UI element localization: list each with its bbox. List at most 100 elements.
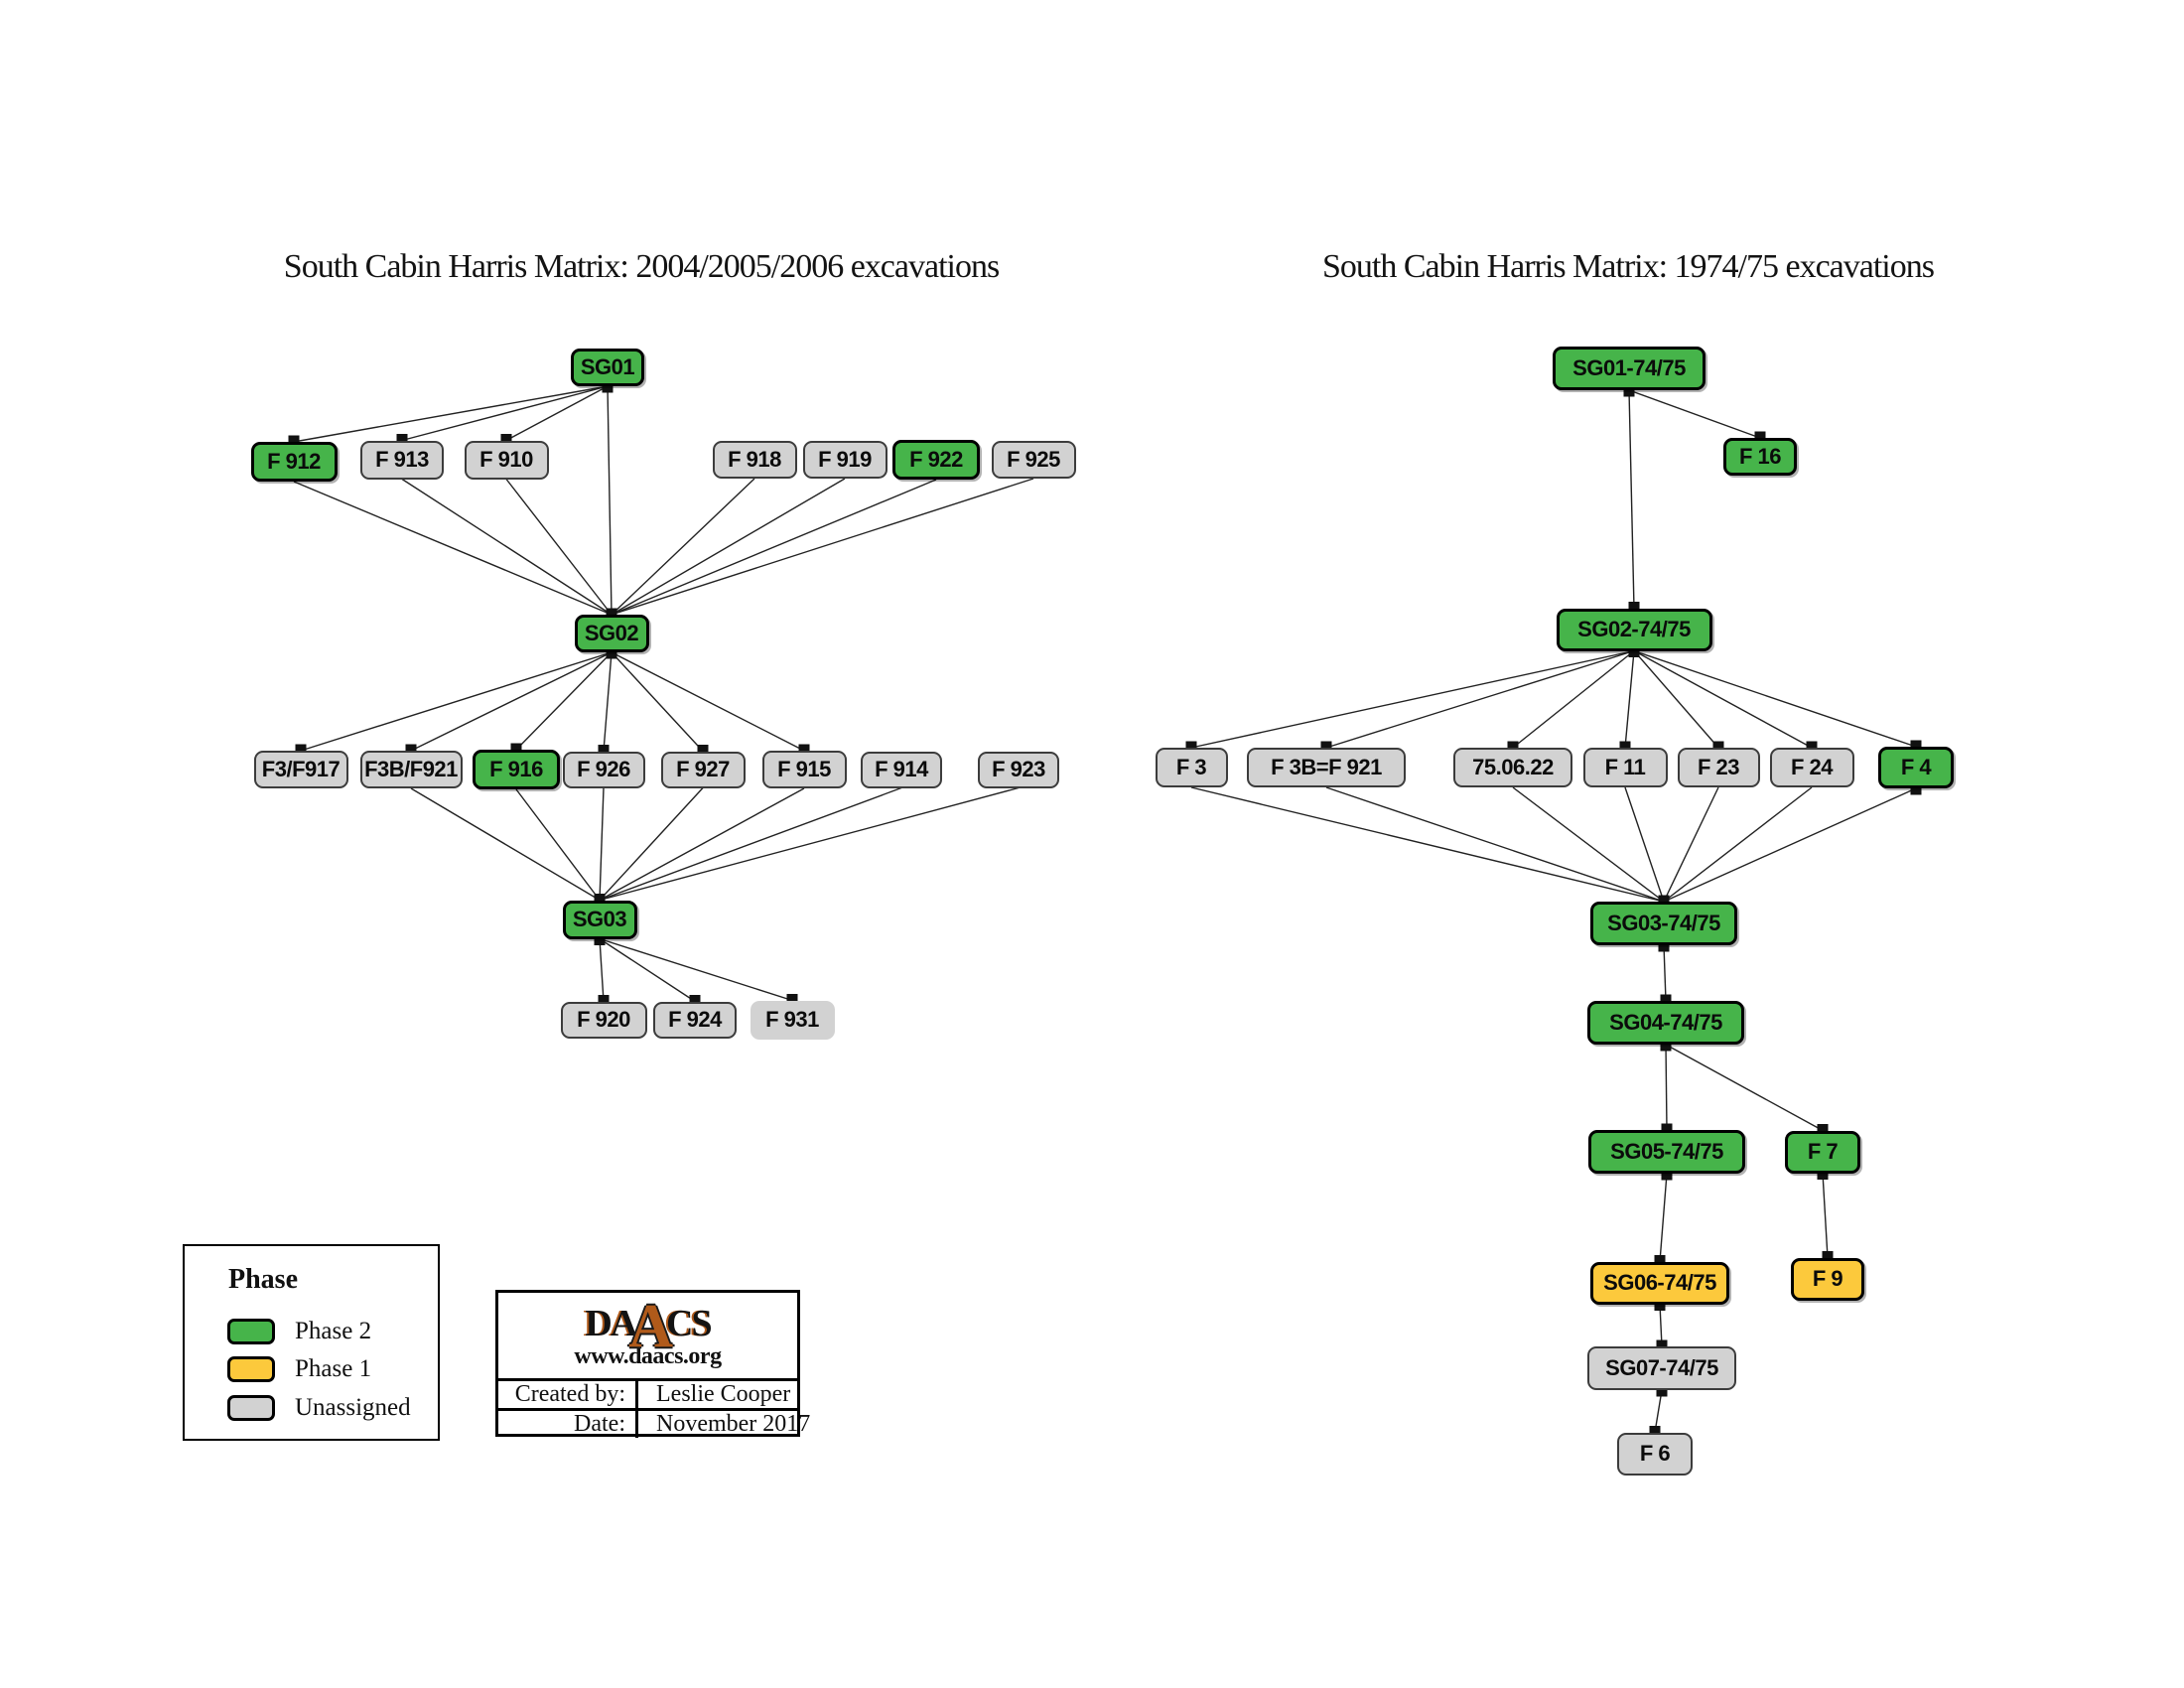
connector-stub	[510, 743, 522, 753]
node-f927: F 927	[660, 751, 746, 788]
edge-line	[1654, 1389, 1663, 1433]
edge-line	[1659, 1173, 1668, 1262]
node-f3b-7475: F 3B=F 921	[1247, 748, 1406, 787]
edge-line	[603, 651, 613, 752]
node-f922: F 922	[892, 440, 980, 480]
connector-stub	[1806, 741, 1818, 751]
edge-line	[505, 479, 613, 616]
edge-line	[1659, 1304, 1663, 1347]
legend-label: Unassigned	[295, 1394, 411, 1421]
edge-line	[611, 478, 846, 616]
edge-line	[599, 938, 605, 1002]
connector-stub	[606, 608, 617, 618]
connector-stub	[594, 936, 606, 945]
edge-line	[1628, 389, 1635, 609]
edge-line	[1325, 649, 1635, 749]
node-sg07-7475: SG07-74/75	[1587, 1346, 1736, 1390]
connector-stub	[1619, 741, 1631, 751]
edge-line	[1663, 944, 1667, 1002]
edge-line	[599, 937, 696, 1003]
connector-stub	[1817, 1171, 1829, 1180]
connector-stub	[1656, 1387, 1668, 1397]
connector-stub	[405, 744, 417, 754]
legend-item-phase1: Phase 1	[227, 1355, 371, 1383]
left-panel-title: South Cabin Harris Matrix: 2004/2005/200…	[283, 248, 1000, 285]
node-f925: F 925	[991, 441, 1076, 479]
connector-stub	[1661, 1171, 1673, 1181]
node-sg01-7475: SG01-74/75	[1553, 347, 1706, 390]
right-panel-title: South Cabin Harris Matrix: 1974/75 excav…	[1322, 248, 1935, 285]
edge-line	[1624, 786, 1665, 903]
connector-stub	[1628, 602, 1640, 611]
connector-stub	[697, 745, 709, 754]
connector-stub	[1656, 1339, 1668, 1349]
edge-line	[1633, 649, 1917, 748]
node-sg02: SG02	[574, 615, 649, 652]
daacs-url: www.daacs.org	[574, 1342, 722, 1369]
node-f910: F 910	[464, 440, 549, 480]
phase-legend: Phase Phase 2 Phase 1 Unassigned	[183, 1244, 440, 1441]
edge-line	[599, 787, 704, 901]
node-f926: F 926	[562, 751, 645, 788]
node-f9-7475: F 9	[1791, 1257, 1864, 1301]
node-f6-7475: F 6	[1617, 1432, 1693, 1476]
edge-line	[1633, 649, 1813, 749]
node-f3f917: F3/F917	[253, 751, 348, 788]
node-u7522-7475: 75.06.22	[1453, 748, 1572, 787]
phase1-swatch	[227, 1356, 275, 1382]
node-f16-7475: F 16	[1723, 438, 1797, 476]
legend-title: Phase	[228, 1264, 298, 1295]
node-f23-7475: F 23	[1677, 748, 1760, 787]
daacs-logo: DA A CS	[585, 1296, 712, 1357]
edge-line	[1665, 1044, 1668, 1131]
connector-stub	[594, 894, 606, 903]
edge-line	[611, 478, 1034, 616]
node-f931: F 931	[750, 1000, 835, 1040]
edge-line	[599, 937, 793, 1002]
edge-line	[1628, 389, 1761, 439]
edge-line	[599, 787, 605, 901]
connector-stub	[1628, 648, 1640, 657]
node-f4-7475: F 4	[1878, 747, 1954, 788]
connector-stub	[288, 435, 300, 445]
edge-line	[611, 479, 937, 616]
connector-stub	[1658, 895, 1670, 905]
edge-line	[505, 385, 609, 442]
connector-stub	[500, 434, 512, 443]
connector-stub	[1712, 741, 1724, 751]
edge-line	[607, 385, 613, 616]
node-f913: F 913	[360, 440, 444, 480]
edge-line	[599, 786, 902, 902]
connector-stub	[598, 995, 610, 1004]
edge-line	[293, 385, 609, 443]
connector-stub	[1660, 1042, 1672, 1052]
connector-stub	[1320, 741, 1332, 751]
edge-line	[611, 478, 755, 616]
connector-stub	[786, 994, 798, 1003]
connector-stub	[602, 383, 614, 393]
node-sg06-7475: SG06-74/75	[1590, 1261, 1729, 1305]
edge-line	[410, 651, 613, 752]
node-f11-7475: F 11	[1582, 748, 1668, 787]
node-f924: F 924	[653, 1001, 737, 1039]
edge-line	[1512, 649, 1635, 749]
connector-stub	[396, 434, 408, 443]
node-f923: F 923	[978, 751, 1059, 788]
edge-line	[515, 651, 613, 751]
phase2-swatch	[227, 1319, 275, 1344]
logo-big-a: A	[628, 1292, 674, 1360]
logo-text-left: DA	[585, 1302, 637, 1344]
edge-line	[611, 651, 805, 752]
connector-stub	[1660, 994, 1672, 1004]
node-sg04-7475: SG04-74/75	[1587, 1001, 1744, 1045]
credit-row-created-by: Created by: Leslie Cooper	[498, 1378, 797, 1408]
node-f918: F 918	[712, 441, 797, 479]
credit-label: Date:	[574, 1411, 625, 1437]
node-f24-7475: F 24	[1769, 748, 1854, 787]
connector-stub	[689, 995, 701, 1004]
edge-line	[1190, 649, 1635, 749]
node-sg03-7475: SG03-74/75	[1590, 902, 1737, 945]
connector-stub	[1623, 387, 1635, 397]
